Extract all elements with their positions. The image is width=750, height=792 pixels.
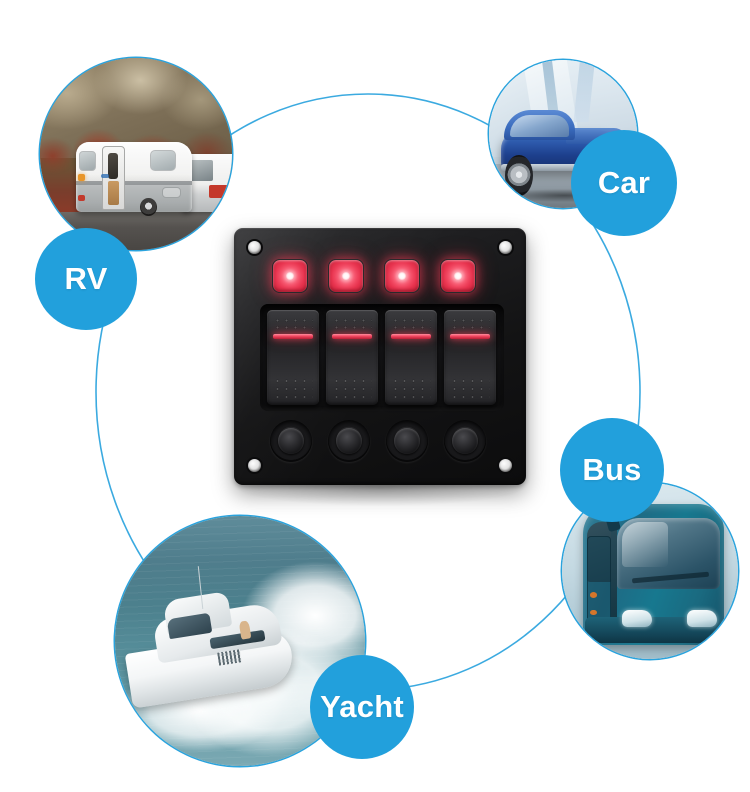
rocker-switch-4[interactable] (444, 310, 496, 405)
mounting-screw-bottom-left (248, 459, 261, 472)
rocker-grip-top-3 (391, 316, 431, 329)
rocker-switch-3[interactable] (385, 310, 437, 405)
application-photo-bus (562, 483, 738, 659)
mounting-screw-top-left (248, 241, 261, 254)
lit-circuit-breaker-1[interactable] (272, 259, 308, 293)
application-label-bus: Bus (582, 452, 642, 487)
application-badge-yacht[interactable]: Yacht (310, 655, 414, 759)
rocker-grip-bottom-2 (332, 377, 372, 399)
round-breaker-1[interactable] (270, 420, 312, 462)
rocker-switch-2[interactable] (326, 310, 378, 405)
round-breaker-4[interactable] (444, 420, 486, 462)
rocker-indicator-3 (390, 333, 432, 340)
switch-panel (234, 228, 526, 485)
mounting-screw-top-right (499, 241, 512, 254)
rocker-grip-bottom-1 (273, 377, 313, 399)
application-badge-car[interactable]: Car (571, 130, 677, 236)
application-photo-yacht (115, 516, 365, 766)
application-badge-rv[interactable]: RV (35, 228, 137, 330)
rocker-grip-top-1 (273, 316, 313, 329)
rocker-grip-bottom-3 (391, 377, 431, 399)
lit-circuit-breaker-3[interactable] (384, 259, 420, 293)
rocker-switch-well (260, 304, 504, 411)
lit-circuit-breaker-4[interactable] (440, 259, 476, 293)
application-label-rv: RV (64, 261, 108, 296)
rocker-grip-top-4 (450, 316, 490, 329)
application-label-yacht: Yacht (320, 689, 404, 724)
application-photo-rv (40, 58, 232, 250)
rocker-indicator-1 (272, 333, 314, 340)
rocker-indicator-4 (449, 333, 491, 340)
rocker-indicator-2 (331, 333, 373, 340)
application-badge-bus[interactable]: Bus (560, 418, 664, 522)
round-breaker-3[interactable] (386, 420, 428, 462)
lit-circuit-breaker-2[interactable] (328, 259, 364, 293)
rocker-grip-top-2 (332, 316, 372, 329)
rocker-grip-bottom-4 (450, 377, 490, 399)
rocker-switch-1[interactable] (267, 310, 319, 405)
application-label-car: Car (597, 165, 651, 200)
mounting-screw-bottom-right (499, 459, 512, 472)
round-breaker-2[interactable] (328, 420, 370, 462)
